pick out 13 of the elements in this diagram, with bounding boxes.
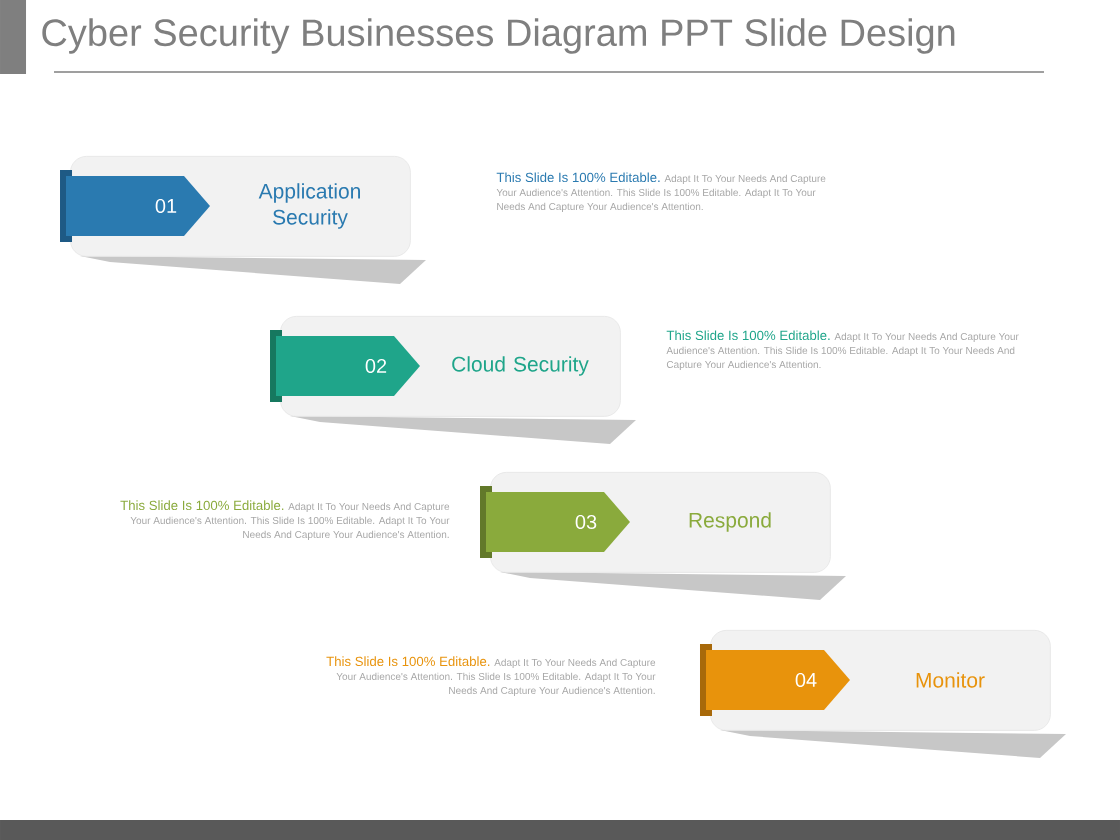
step-card: [60, 156, 426, 284]
step-label: Respond: [689, 512, 771, 532]
arrow-banner: 02: [270, 330, 420, 402]
arrow-banner: 03: [480, 486, 630, 558]
step-card: [700, 629, 1066, 758]
title: Cyber Security Businesses Diagram PPT Slide Design: [42, 18, 955, 54]
arrow-banner: 04: [700, 643, 850, 716]
step-card: [270, 316, 636, 444]
step-card: [480, 471, 846, 600]
step-label: Application Security: [258, 183, 360, 229]
arrow-banner: 01: [60, 170, 210, 242]
step-label: Cloud Security: [452, 356, 589, 376]
step-label: Monitor: [916, 672, 985, 688]
